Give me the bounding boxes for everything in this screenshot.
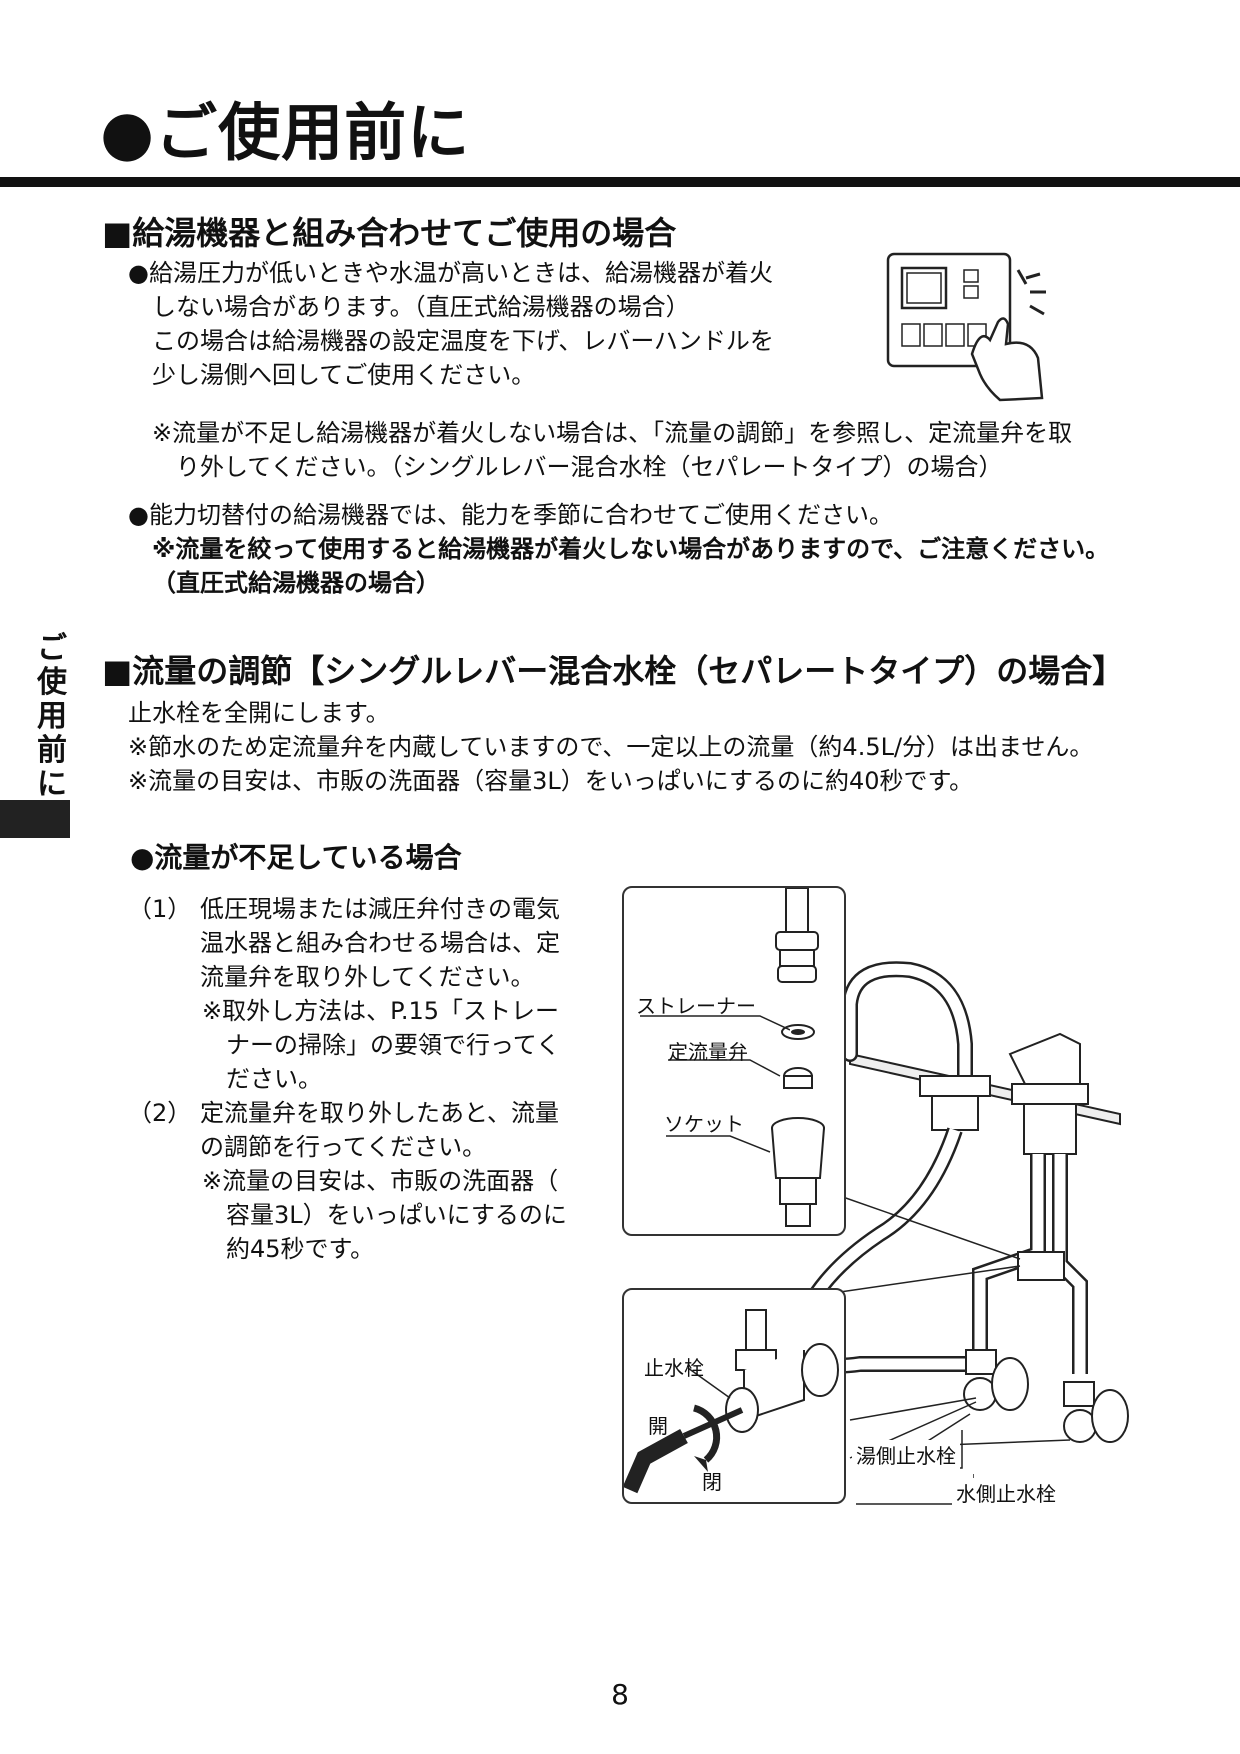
text-line: ※流量の目安は、市販の洗面器（容量3L）をいっぱいにするのに約40秒です。 xyxy=(128,767,974,795)
text-line: 約45秒です。 xyxy=(226,1235,375,1263)
section1-caution: ※流量を絞って使用すると給湯機器が着火しない場合がありますので、ご注意ください。… xyxy=(152,532,1109,600)
label-strainer: ストレーナー xyxy=(636,994,756,1018)
text-line: ださい。 xyxy=(226,1065,322,1093)
title-divider xyxy=(0,177,1240,187)
text-line: 止水栓を全開にします。 xyxy=(128,699,390,727)
side-tab-char: ご xyxy=(37,631,67,666)
text-line: しない場合があります。（直圧式給湯機器の場合） xyxy=(152,293,690,321)
label-open: 開 xyxy=(648,1414,668,1438)
text-line: 容量3L）をいっぱいにするのに xyxy=(226,1201,567,1229)
section1-paragraph1: ●給湯圧力が低いときや水温が高いときは、給湯機器が着火 しない場合があります。（… xyxy=(128,256,774,392)
text-line: 少し湯側へ回してご使用ください。 xyxy=(152,361,536,389)
label-stop-valve: 止水栓 xyxy=(644,1356,704,1380)
text-line: 温水器と組み合わせる場合は、定 xyxy=(200,929,560,957)
section2-body: 止水栓を全開にします。 ※節水のため定流量弁を内蔵していますので、一定以上の流量… xyxy=(128,696,1093,798)
section1-heading: ■給湯機器と組み合わせてご使用の場合 xyxy=(102,214,677,252)
side-tab-char: 前 xyxy=(37,733,67,768)
section1-note1: ※流量が不足し給湯機器が着火しない場合は、「流量の調節」を参照し、定流量弁を取 … xyxy=(152,416,1072,484)
subsection-heading: ●流量が不足している場合 xyxy=(130,841,462,874)
section2-heading: ■流量の調節【シングルレバー混合水栓（セパレートタイプ）の場合】 xyxy=(102,652,1125,690)
side-tab-char: 使 xyxy=(37,665,67,700)
text-line: ※取外し方法は、P.15「ストレー xyxy=(202,997,560,1025)
text-line: の調節を行ってください。 xyxy=(200,1133,487,1161)
section1-paragraph2: ●能力切替付の給湯機器では、能力を季節に合わせてご使用ください。 xyxy=(128,501,893,529)
remote-controller-illustration xyxy=(886,252,1046,402)
step1-number: （1） xyxy=(128,895,192,923)
step2-number: （2） xyxy=(128,1099,192,1127)
text-line: ※流量の目安は、市販の洗面器（ xyxy=(202,1167,559,1195)
strainer-detail-illustration xyxy=(771,888,825,1227)
label-close: 閉 xyxy=(702,1470,722,1494)
side-tab-marker xyxy=(0,800,70,838)
label-hot-stop-valve: 湯側止水栓 xyxy=(852,1440,960,1469)
step2-text: 定流量弁を取り外したあと、流量 の調節を行ってください。 ※流量の目安は、市販の… xyxy=(200,1096,567,1266)
side-tab-char: に xyxy=(37,767,67,802)
stop-valve-detail-illustration xyxy=(624,1309,839,1494)
side-tab: ご 使 用 前 に xyxy=(34,632,70,802)
text-line: （直圧式給湯機器の場合） xyxy=(152,569,440,597)
text-line: ナーの掃除」の要領で行ってく xyxy=(226,1031,561,1059)
text-line: 定流量弁を取り外したあと、流量 xyxy=(200,1099,560,1127)
page-title: ●ご使用前に xyxy=(100,96,471,169)
text-line: り外してください。（シングルレバー混合水栓（セパレートタイプ）の場合） xyxy=(176,453,1003,481)
text-line: この場合は給湯機器の設定温度を下げ、レバーハンドルを xyxy=(152,327,774,355)
label-cold-stop-valve: 水側止水栓 xyxy=(952,1478,1060,1507)
text-line: ●給湯圧力が低いときや水温が高いときは、給湯機器が着火 xyxy=(128,259,773,287)
text-line: ※流量が不足し給湯機器が着火しない場合は、「流量の調節」を参照し、定流量弁を取 xyxy=(152,419,1073,447)
text-line: ※節水のため定流量弁を内蔵していますので、一定以上の流量（約4.5L/分）は出ま… xyxy=(128,733,1094,761)
label-flow-valve: 定流量弁 xyxy=(668,1040,748,1064)
side-tab-char: 用 xyxy=(37,699,67,734)
text-line: 低圧現場または減圧弁付きの電気 xyxy=(200,895,560,923)
page-number: 8 xyxy=(611,1678,629,1711)
detail-leader-lines xyxy=(640,1015,790,1153)
text-line: ※流量を絞って使用すると給湯機器が着火しない場合がありますので、ご注意ください。 xyxy=(152,535,1110,563)
text-line: 流量弁を取り外してください。 xyxy=(200,963,535,991)
step1-text: 低圧現場または減圧弁付きの電気 温水器と組み合わせる場合は、定 流量弁を取り外し… xyxy=(200,892,560,1096)
label-socket: ソケット xyxy=(664,1112,744,1136)
